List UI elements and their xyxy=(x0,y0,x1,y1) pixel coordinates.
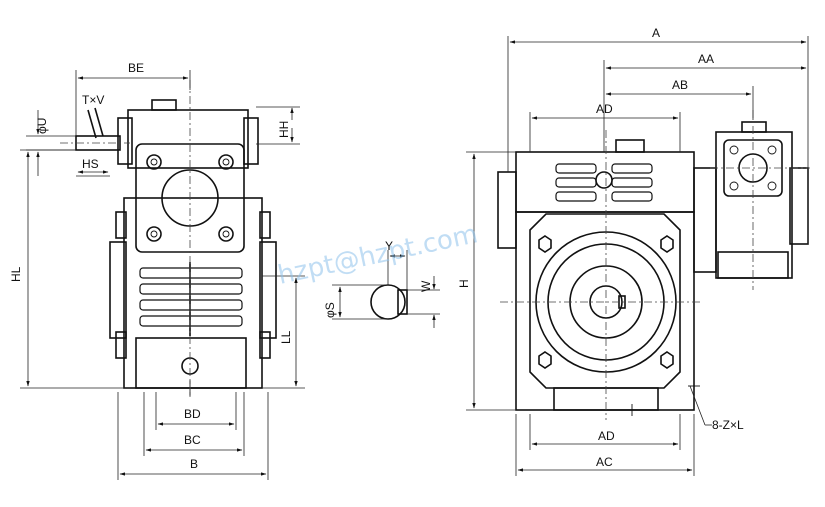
label-AD-top: AD xyxy=(596,102,613,116)
label-phiS: φS xyxy=(323,302,337,318)
side-view-dimensions xyxy=(20,70,305,480)
label-TxV: T×V xyxy=(82,93,104,107)
label-LL: LL xyxy=(279,330,293,344)
label-BE: BE xyxy=(128,61,144,75)
label-AB: AB xyxy=(672,78,688,92)
dimension-labels: BE T×V φU HH HS HL LL BD BC B Y φS W A A… xyxy=(9,26,744,471)
label-HL: HL xyxy=(9,266,23,282)
front-view xyxy=(497,110,810,420)
label-AA: AA xyxy=(698,52,714,66)
label-B: B xyxy=(190,457,198,471)
label-BC: BC xyxy=(184,433,201,447)
side-view xyxy=(60,80,277,400)
label-HS: HS xyxy=(82,157,99,171)
watermark: hzpt@hzpt.com xyxy=(275,219,480,291)
label-AC: AC xyxy=(596,455,613,469)
label-W: W xyxy=(419,280,433,292)
label-H: H xyxy=(457,279,471,288)
label-A: A xyxy=(652,26,660,40)
label-AD-bottom: AD xyxy=(598,429,615,443)
shaft-section xyxy=(332,250,440,328)
label-BD: BD xyxy=(184,407,201,421)
label-HH: HH xyxy=(277,121,291,138)
label-phiU: φU xyxy=(35,118,49,134)
front-view-dimensions xyxy=(466,36,809,476)
label-bolt-spec: 8-Z×L xyxy=(712,418,744,432)
label-Y: Y xyxy=(385,239,393,253)
